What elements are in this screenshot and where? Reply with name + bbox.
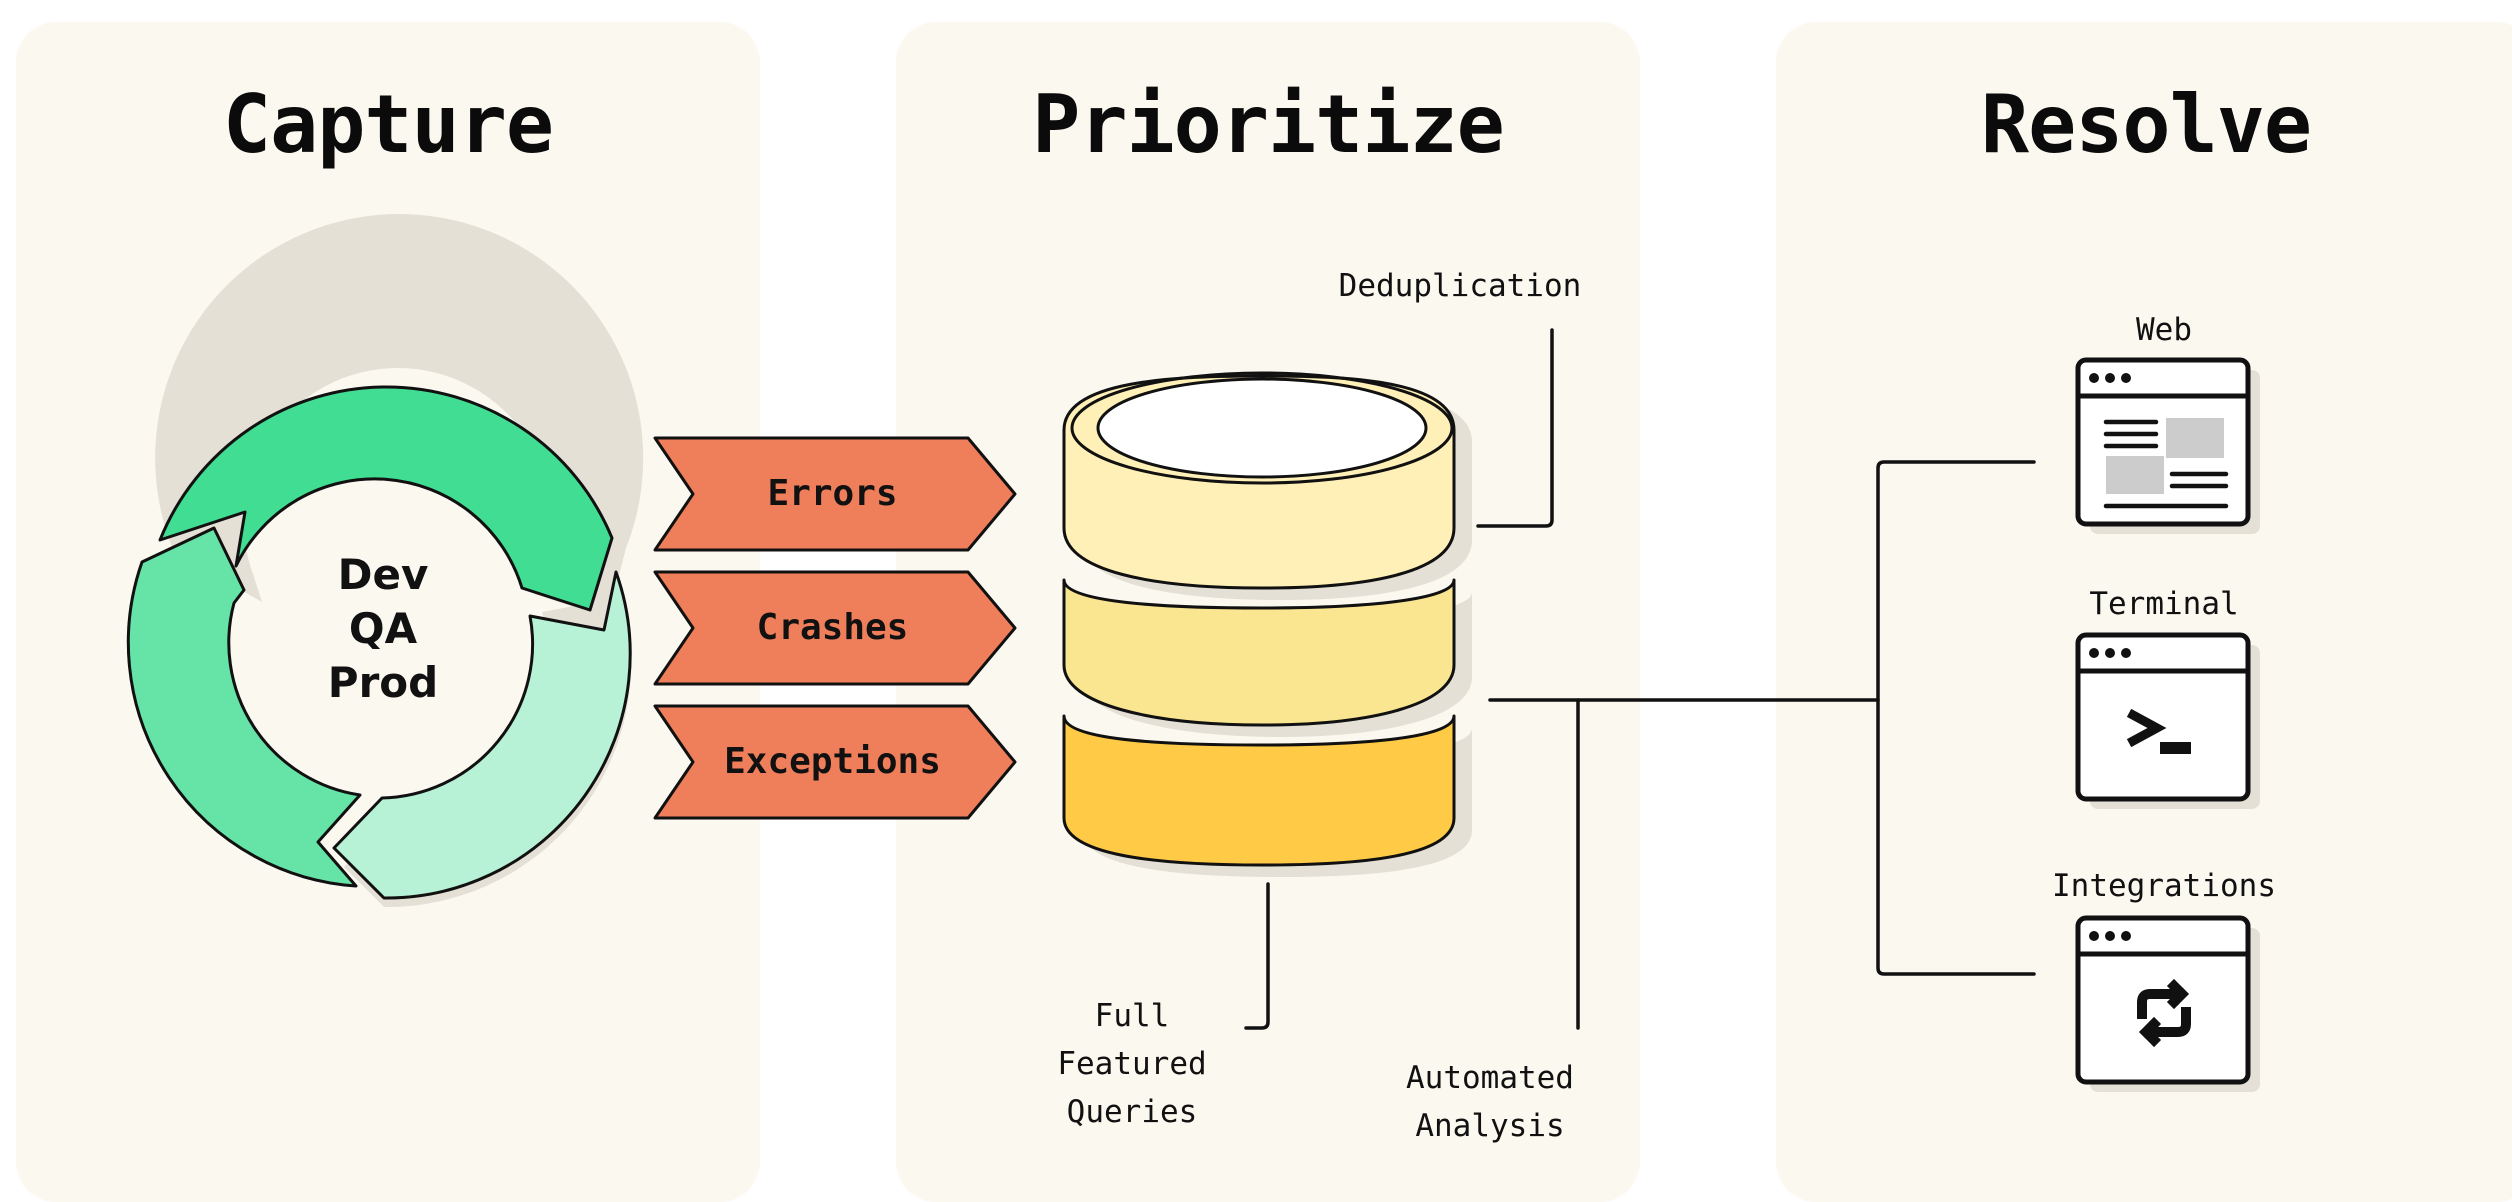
full-featured-queries-label: Full Featured Queries <box>1032 992 1232 1136</box>
resolve-label-web: Web <box>2136 312 2192 348</box>
database-stack-icon <box>1062 371 1472 877</box>
queries-line-2: Featured <box>1057 1046 1207 1082</box>
terminal-prompt-icon <box>2075 632 2260 809</box>
capture-title: Capture <box>222 78 554 171</box>
web-browser-icon <box>2075 357 2260 534</box>
queries-line-1: Full <box>1094 998 1170 1034</box>
resolve-label-terminal: Terminal <box>2089 586 2239 622</box>
chevron-exceptions <box>653 704 1017 820</box>
deduplication-label: Deduplication <box>1338 268 1582 304</box>
env-label-prod: Prod <box>327 658 439 707</box>
chevron-crashes <box>653 570 1017 686</box>
resolve-branch <box>1876 460 2036 976</box>
event-chevrons <box>653 436 1017 820</box>
db-layer-middle <box>1062 578 1456 727</box>
env-label-qa: QA <box>348 604 418 653</box>
dedup-leader <box>1476 328 1554 528</box>
db-top-opening <box>1096 377 1428 479</box>
queries-leader <box>1244 882 1270 1030</box>
arrow-top-dark <box>158 385 614 612</box>
arrow-left-mid <box>126 526 362 888</box>
chevron-label-exceptions: Exceptions <box>724 741 941 782</box>
lifecycle-arrows-icon <box>126 214 644 908</box>
analysis-line-2: Analysis <box>1415 1108 1565 1144</box>
annotation-lines <box>1244 328 2036 1030</box>
chevron-errors <box>653 436 1017 552</box>
chevron-label-errors: Errors <box>767 473 898 514</box>
diagram-artwork <box>126 214 2260 1092</box>
db-layer-bottom <box>1062 714 1456 867</box>
resolve-title: Resolve <box>1980 78 2312 171</box>
analysis-line-1: Automated <box>1406 1060 1574 1096</box>
resolve-label-integrations: Integrations <box>2052 868 2276 904</box>
arrow-right-light <box>332 570 632 900</box>
automated-analysis-label: Automated Analysis <box>1370 1054 1610 1150</box>
prioritize-title: Prioritize <box>1032 78 1505 171</box>
env-label-dev: Dev <box>337 550 429 599</box>
queries-line-3: Queries <box>1066 1094 1198 1130</box>
integrations-sync-icon <box>2075 915 2260 1092</box>
chevron-label-crashes: Crashes <box>756 607 909 648</box>
